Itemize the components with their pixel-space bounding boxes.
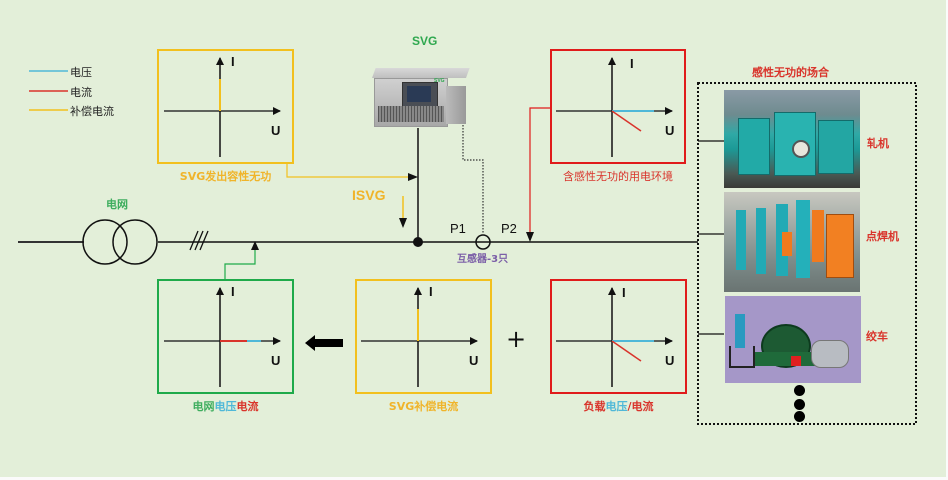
- more-items-dot: [794, 411, 805, 422]
- axis-label-i: I: [630, 56, 634, 71]
- axis-label-u: U: [665, 353, 675, 368]
- axis-label-i: I: [429, 284, 433, 299]
- applications-box: [697, 82, 917, 425]
- rolling-mill-label: 轧机: [867, 137, 889, 150]
- svg-connection-node: [413, 237, 423, 247]
- winch-photo: [725, 296, 861, 383]
- svg-capacitive-connector: [286, 163, 410, 178]
- svg-brand-logo: SVG: [434, 78, 445, 84]
- isvg-arrow-head: [399, 218, 407, 228]
- spot-welder-label: 点焊机: [866, 230, 899, 243]
- caption-grid-part: 电网: [192, 400, 215, 413]
- svg-device-image: SVG: [372, 68, 470, 128]
- axis-label-u: U: [271, 353, 281, 368]
- axis-label-u: U: [271, 123, 281, 138]
- rolling-mill-photo: [724, 90, 860, 188]
- ct-label: 互感器-3只: [457, 254, 509, 265]
- caption-svg-capacitive: SVG发出容性无功: [179, 170, 272, 183]
- grid-feedback-line: [224, 250, 256, 280]
- axis-label-i: I: [231, 54, 235, 69]
- legend-voltage-label: 电压: [70, 66, 92, 79]
- phasor-box-grid-result: [157, 279, 294, 394]
- axis-label-i: I: [231, 284, 235, 299]
- winch-label: 绞车: [866, 330, 888, 343]
- svg-capacitive-arrow: [408, 173, 418, 181]
- caption-grid-result: 电网电压电流: [158, 398, 293, 414]
- spot-welder-photo: [724, 192, 860, 292]
- axis-label-i: I: [622, 285, 626, 300]
- caption-voltage-part: 电压: [214, 400, 237, 413]
- legend-current-label: 电流: [70, 86, 92, 99]
- phasor-box-load: [550, 279, 687, 394]
- phasor-box-svg-comp: [355, 279, 492, 394]
- more-items-dot: [794, 385, 805, 396]
- caption-load-part: 负载: [583, 400, 606, 413]
- axis-label-u: U: [665, 123, 675, 138]
- more-items-dot: [794, 399, 805, 410]
- caption-current-part: 电流: [236, 400, 259, 413]
- phasor-box-svg-capacitive: [157, 49, 294, 164]
- caption-voltage-part: 电压: [605, 400, 628, 413]
- load-current-vector: [611, 340, 642, 362]
- inductive-env-connector: [529, 107, 550, 232]
- phasor-box-inductive-env: [550, 49, 686, 164]
- transformer-coil-1: [82, 219, 128, 265]
- ct-signal-line: [462, 125, 484, 234]
- caption-svg-comp: SVG补偿电流: [388, 400, 459, 413]
- legend-compensation-label: 补偿电流: [70, 105, 114, 118]
- isvg-label: ISVG: [352, 187, 386, 203]
- caption-current-part: /电流: [627, 400, 654, 413]
- grid-label: 电网: [106, 198, 128, 211]
- result-arrow-icon: [305, 335, 343, 351]
- svg-device-title: SVG: [412, 34, 438, 48]
- grid-feedback-arrow: [251, 241, 259, 250]
- transformer-coil-2: [112, 219, 158, 265]
- plus-operator: +: [506, 325, 527, 353]
- applications-title: 感性无功的场合: [752, 66, 829, 79]
- p1-label: P1: [450, 221, 466, 236]
- current-transformer: [475, 234, 491, 250]
- three-phase-marks: [189, 230, 209, 251]
- caption-load: 负载电压/电流: [551, 398, 686, 414]
- p2-label: P2: [501, 221, 517, 236]
- lagging-current-vector: [611, 110, 642, 132]
- axis-label-u: U: [469, 353, 479, 368]
- caption-inductive-env: 含感性无功的用电环境: [563, 170, 673, 183]
- inductive-env-arrow: [526, 232, 534, 242]
